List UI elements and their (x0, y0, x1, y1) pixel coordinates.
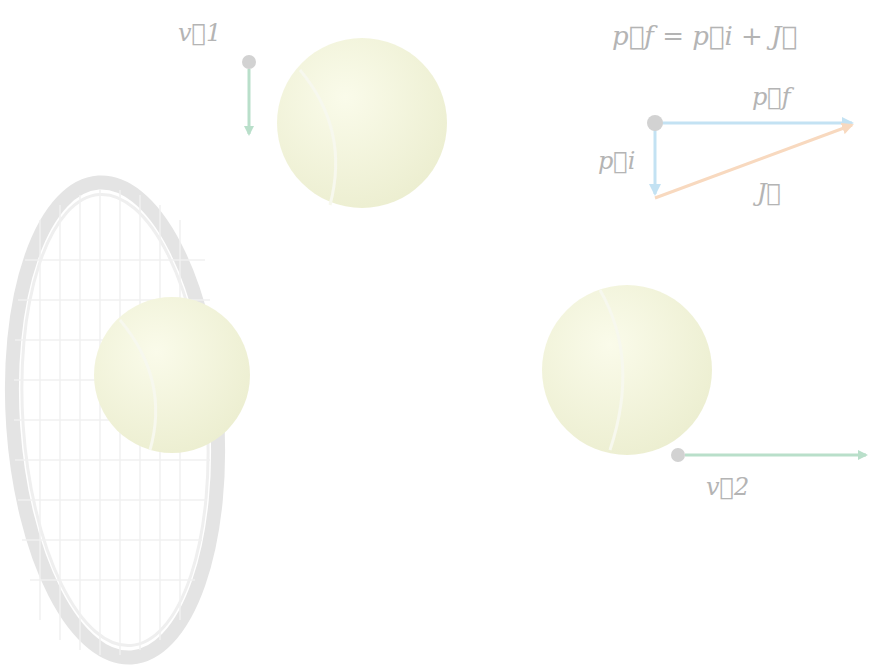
velocity-label: v⃗2 (706, 474, 749, 500)
tennis-balls (94, 38, 712, 455)
vector-label: p⃗i (598, 148, 635, 174)
vector-triangle (647, 115, 852, 198)
vector-label: J⃗ (757, 180, 781, 206)
vector-label: p⃗f (752, 84, 791, 110)
velocity-arrows (242, 55, 866, 462)
velocity-label: v⃗1 (178, 20, 221, 46)
equation: p⃗f = p⃗i + J⃗ (612, 22, 797, 51)
